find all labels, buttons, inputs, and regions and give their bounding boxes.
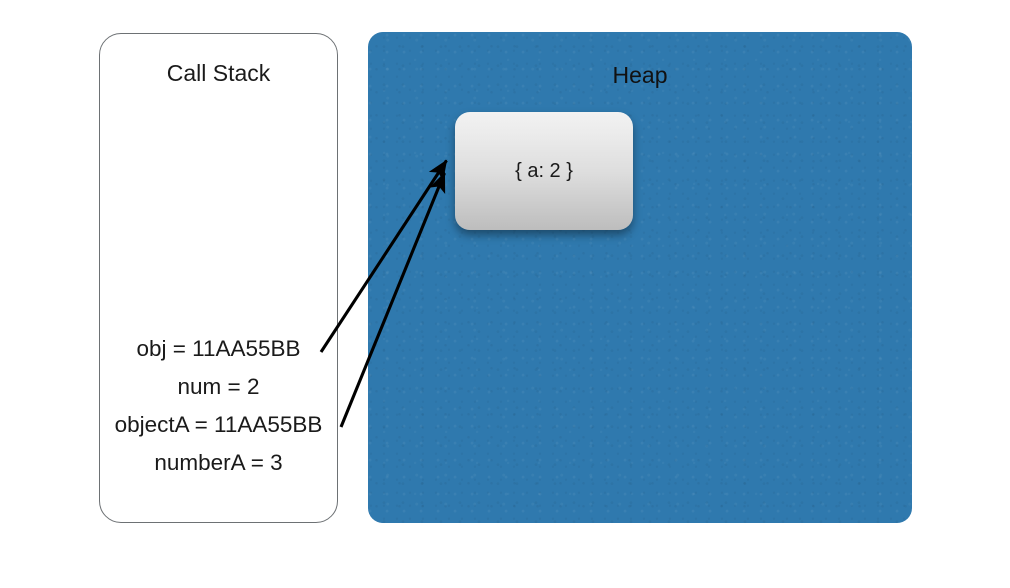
call-stack-entries: obj = 11AA55BB num = 2 objectA = 11AA55B…	[89, 330, 348, 482]
stack-entry-obj: obj = 11AA55BB	[136, 336, 301, 361]
stack-entry-numberA: numberA = 3	[154, 450, 283, 475]
call-stack-panel	[99, 33, 338, 523]
stack-entry-objectA: objectA = 11AA55BB	[114, 412, 323, 437]
heap-panel	[368, 32, 912, 523]
stack-entry-num: num = 2	[177, 374, 260, 399]
call-stack-title: Call Stack	[166, 60, 271, 86]
heap-title: Heap	[612, 62, 668, 88]
heap-object-label: { a: 2 }	[515, 160, 573, 182]
heap-object-box: { a: 2 }	[455, 112, 633, 230]
